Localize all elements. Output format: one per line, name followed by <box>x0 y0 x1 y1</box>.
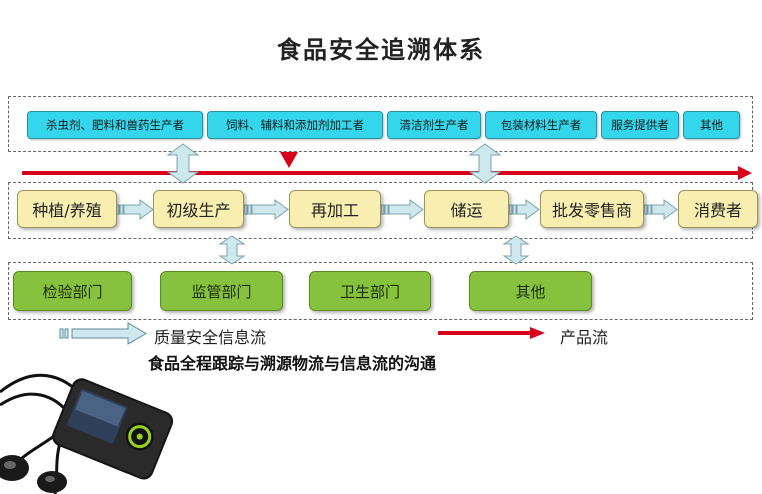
mp3-player-illustration <box>0 373 174 494</box>
regulator-box: 其他 <box>469 271 592 311</box>
source-box: 包装材料生产者 <box>485 111 597 139</box>
regulator-box: 卫生部门 <box>309 271 431 311</box>
info-exchange-arrow <box>166 143 200 184</box>
source-box: 其他 <box>683 111 740 139</box>
product-entry-marker <box>280 152 298 168</box>
diagram-subtitle: 食品全程跟踪与溯源物流与信息流的沟通 <box>148 354 437 373</box>
diagram-title: 食品安全追溯体系 <box>277 35 485 64</box>
legend-product-flow-icon <box>438 327 545 339</box>
info-exchange-arrow <box>468 143 502 184</box>
info-exchange-arrow <box>218 235 246 265</box>
chain-step-box: 种植/养殖 <box>17 190 117 228</box>
chain-step-box: 批发零售商 <box>540 190 644 228</box>
regulator-box: 检验部门 <box>13 271 132 311</box>
legend-info-flow-label: 质量安全信息流 <box>154 328 267 347</box>
info-exchange-arrow <box>502 235 530 265</box>
info-flow-arrow <box>380 199 424 220</box>
chain-step-box: 储运 <box>424 190 509 228</box>
chain-step-box: 再加工 <box>289 190 381 228</box>
info-flow-arrow <box>115 199 154 220</box>
source-box: 清洁剂生产者 <box>387 111 481 139</box>
chain-step-box: 消费者 <box>678 190 758 228</box>
info-flow-arrow <box>508 199 540 220</box>
sources-group <box>8 96 753 152</box>
source-box: 饲料、辅料和添加剂加工者 <box>207 111 383 139</box>
regulator-box: 监管部门 <box>160 271 283 311</box>
regulators-group <box>8 262 753 320</box>
source-box: 服务提供者 <box>601 111 679 139</box>
source-box: 杀虫剂、肥料和兽药生产者 <box>27 111 203 139</box>
chain-step-box: 初级生产 <box>153 190 244 228</box>
info-flow-arrow <box>243 199 289 220</box>
info-flow-arrow <box>643 199 678 220</box>
product-flow-arrowhead <box>738 166 752 180</box>
legend-info-flow-icon <box>59 322 147 345</box>
legend-product-flow-label: 产品流 <box>560 328 609 347</box>
